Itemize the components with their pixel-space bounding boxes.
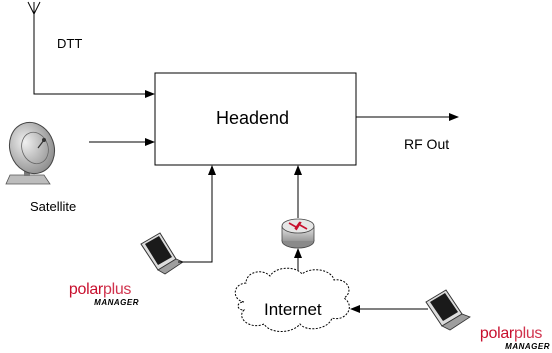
brand-plus-text: plus [102, 281, 132, 298]
satellite-dish-icon [5, 121, 56, 185]
laptop-icon [425, 289, 471, 331]
laptop-icon [140, 232, 184, 275]
rf-out-label: RF Out [404, 136, 450, 152]
brand-manager-text: MANAGER [505, 342, 550, 351]
antenna-icon [27, 1, 41, 20]
satellite-label: Satellite [30, 199, 77, 214]
brand-polar-text: polar [479, 325, 514, 342]
brand-polar-text: polar [68, 281, 103, 298]
headend-label: Headend [216, 108, 290, 128]
headend-box [154, 72, 357, 166]
dtt-label: DTT [57, 36, 83, 51]
cloud-icon [234, 267, 350, 332]
dtt-link [33, 20, 155, 98]
router-icon [281, 218, 315, 249]
polarplus-manager-logo: polarplus MANAGER [61, 282, 139, 307]
laptop-left-link [178, 165, 216, 263]
internet-label: Internet [264, 300, 322, 319]
polarplus-manager-logo: polarplus MANAGER [472, 326, 550, 351]
brand-plus-text: plus [513, 325, 543, 342]
brand-manager-text: MANAGER [94, 298, 139, 307]
